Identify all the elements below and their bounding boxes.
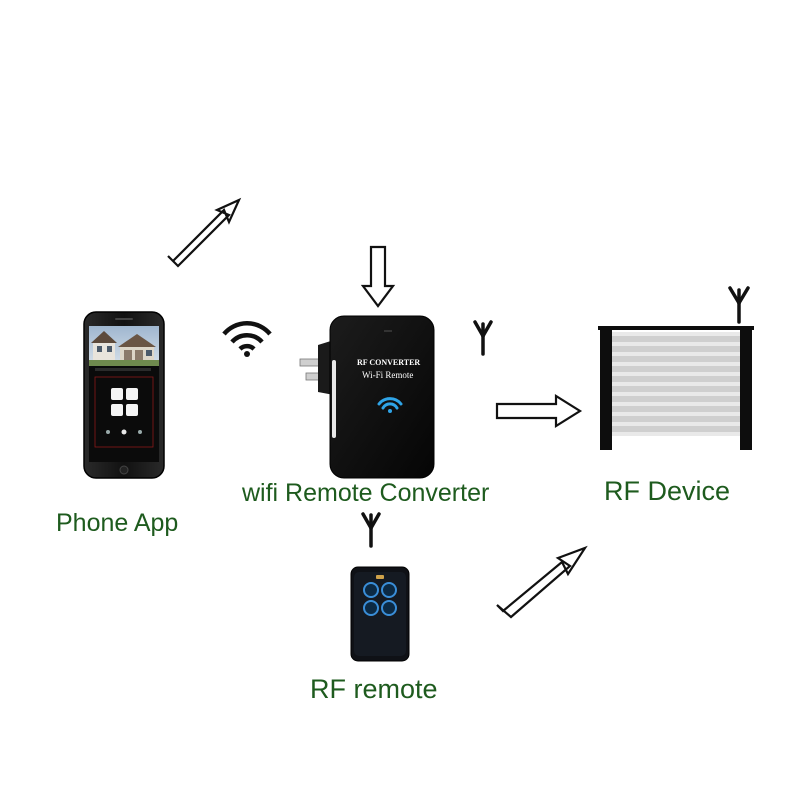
rf-device (598, 326, 754, 450)
door-slat (612, 416, 740, 422)
wifi-icon (222, 321, 272, 357)
antenna-icon-below-converter (361, 512, 381, 548)
door-slat (612, 406, 740, 412)
converter-device (299, 315, 435, 479)
door-slat (612, 376, 740, 382)
phone (83, 311, 165, 479)
label-rf-device: RF Device (604, 476, 731, 506)
label-wifi-remote-converter: wifi Remote Converter (242, 479, 490, 507)
rf-remote (350, 566, 410, 662)
converter-subtitle-text: Wi-Fi Remote (362, 370, 414, 380)
arrow-icon-up-right-top (167, 197, 242, 268)
door-slat (612, 346, 740, 352)
door-slat (612, 336, 740, 342)
door-slat (612, 366, 740, 372)
label-rf-remote: RF remote (310, 674, 438, 704)
door-slat (612, 386, 740, 392)
door-slat (612, 426, 740, 432)
arrow-icon-down (360, 245, 396, 308)
arrow-icon-right (495, 394, 583, 428)
converter-title-text: RF CONVERTER (357, 358, 421, 367)
door-slat (612, 356, 740, 362)
antenna-icon-rf-device (728, 286, 750, 324)
label-phone-app: Phone App (56, 509, 179, 537)
door-slat (612, 396, 740, 402)
antenna-icon-right-of-converter (473, 320, 493, 356)
arrow-icon-up-right-bottom (496, 545, 588, 619)
